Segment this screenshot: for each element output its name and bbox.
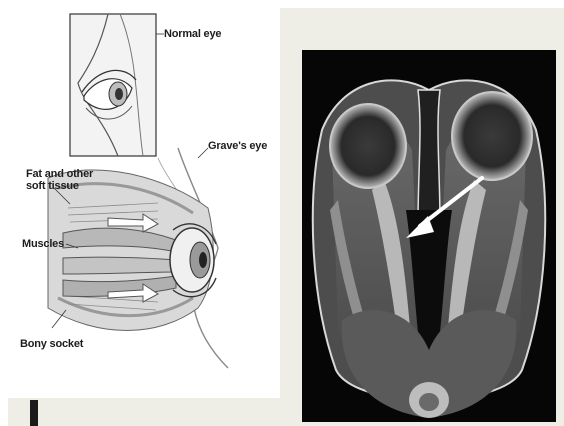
mri-image [302, 50, 556, 422]
eye-anatomy-illustration: Normal eye Grave's eye Fat and other sof… [8, 8, 280, 398]
label-muscles: Muscles [22, 238, 64, 250]
label-fat-line2: soft tissue [26, 180, 79, 192]
accent-bar [30, 400, 38, 426]
label-graves-eye: Grave's eye [208, 140, 267, 152]
label-normal-eye: Normal eye [164, 28, 221, 40]
orbit-mri-scan [302, 50, 556, 422]
label-bony-socket: Bony socket [20, 338, 83, 350]
label-fat-line1: Fat and other [26, 168, 93, 180]
beige-footer-strip [8, 398, 284, 426]
